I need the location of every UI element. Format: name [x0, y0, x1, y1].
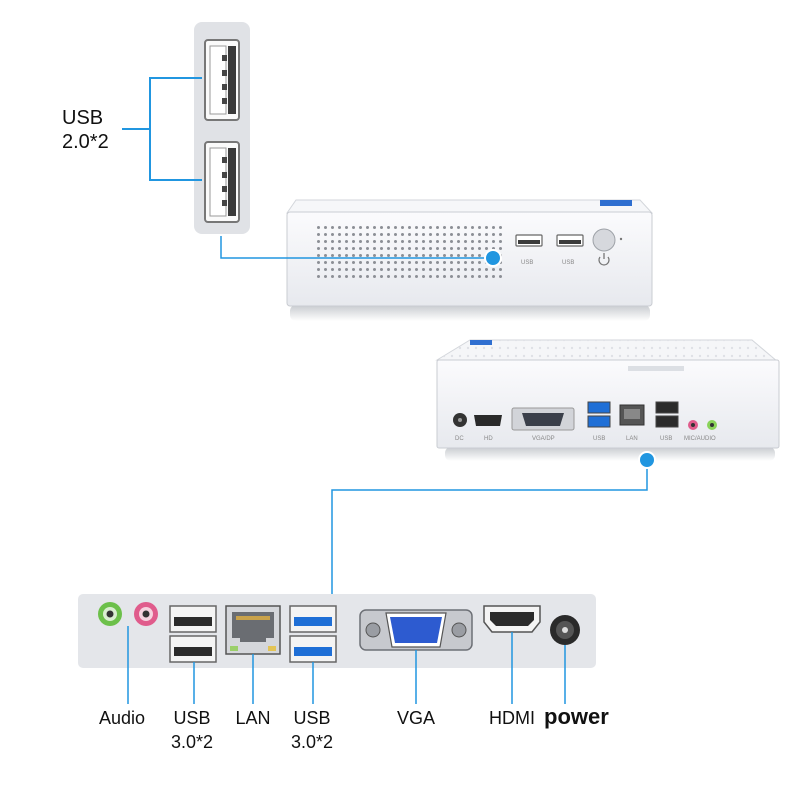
lan-label: LAN [235, 708, 271, 728]
usb2-bracket [122, 77, 202, 181]
audio-jack-icon [134, 602, 158, 626]
vga-label: VGA [396, 708, 435, 728]
usb3-label-left: USB 3.0*2 [160, 706, 224, 754]
mini-pc-rear-view: DC HD VGA/DP USB LAN USB MIC/AUDIO [435, 339, 780, 461]
audio-label: Audio [98, 708, 146, 728]
rj45-port-icon [225, 605, 281, 655]
audio-jack-icon [98, 602, 122, 626]
usb2-label-line1: USB [62, 107, 104, 129]
usb3-left-line1: USB [173, 708, 211, 728]
power-button-icon [592, 228, 623, 266]
usb3-left-line2: 3.0*2 [170, 732, 214, 752]
hdmi-label: HDMI [489, 708, 535, 728]
front-usb-text: USB [562, 260, 574, 266]
rear-callout [331, 451, 656, 602]
rear-port-text: VGA/DP [532, 436, 555, 442]
hdmi-port-icon [483, 605, 541, 633]
vga-port-icon [359, 609, 473, 651]
port-pointer-lines [127, 626, 566, 704]
usb2-closeup [194, 22, 250, 234]
front-vent-grille [313, 222, 503, 278]
usb-port-icon [556, 234, 584, 247]
rear-port-text: LAN [626, 436, 638, 442]
dc-jack-icon [550, 615, 580, 645]
front-usb-text: USB [521, 260, 533, 266]
usb-port-icon [204, 39, 240, 121]
usb-port-icon [204, 141, 240, 223]
usb3-right-line2: 3.0*2 [290, 732, 334, 752]
usb-port-icon [289, 605, 337, 663]
usb2-label: USB 2.0*2 [62, 106, 109, 154]
mini-pc-front-view: USB USB [286, 199, 654, 321]
usb-port-icon [515, 234, 543, 247]
rear-port-text: HD [484, 436, 493, 442]
usb-port-icon [169, 605, 217, 663]
front-callout [220, 236, 502, 267]
usb2-label-line2: 2.0*2 [62, 131, 109, 153]
rear-port-text: DC [455, 436, 464, 442]
usb3-right-line1: USB [293, 708, 331, 728]
usb3-label-right: USB 3.0*2 [280, 706, 344, 754]
rear-port-text: USB [660, 436, 672, 442]
rear-port-text: USB [593, 436, 605, 442]
rear-panel-closeup [78, 594, 596, 668]
power-label: power [544, 704, 609, 729]
rear-port-text: MIC/AUDIO [684, 436, 716, 442]
